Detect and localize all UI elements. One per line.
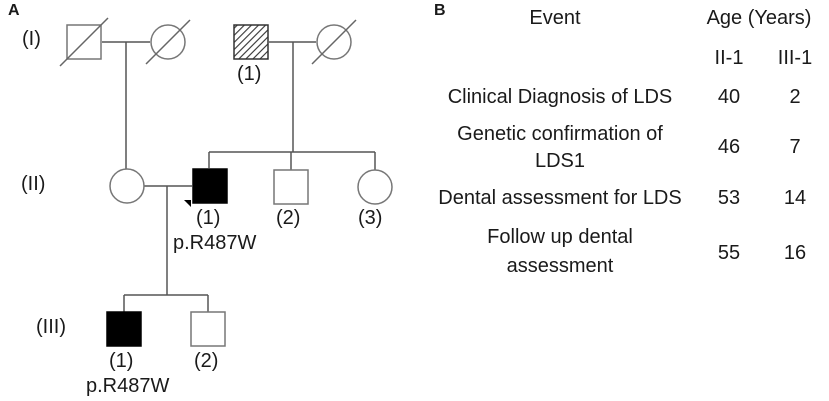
individual-III-1 [106, 311, 142, 347]
pedigree-chart [59, 17, 393, 347]
age-iii1-cell: 2 [789, 86, 801, 108]
col-header-iii1: III-1 [777, 47, 813, 69]
age-iii1-cell: 14 [783, 187, 807, 209]
age-ii1-cell: 53 [717, 187, 741, 209]
event-cell: assessment [506, 255, 614, 277]
individual-II-1 [184, 168, 228, 207]
deceased-slash [59, 17, 109, 67]
proband-arrow [184, 200, 191, 207]
individual-number: (3) [358, 207, 383, 229]
individual-number: (2) [194, 350, 219, 372]
individual-I-4 [311, 19, 357, 65]
individual-III-2 [190, 311, 226, 347]
event-cell: Clinical Diagnosis of LDS [447, 86, 673, 108]
pedigree-lines [102, 41, 376, 312]
individual-number: (1) [237, 63, 262, 85]
variant-label: p.R487W [86, 375, 170, 397]
event-cell: LDS1 [534, 150, 586, 172]
individual-I-3 [233, 24, 269, 60]
generation-label-II: (II) [21, 173, 46, 195]
individual-II-0 [109, 168, 145, 204]
deceased-slash [145, 19, 191, 65]
individual-I-1 [59, 17, 109, 67]
generation-label-I: (I) [22, 28, 41, 50]
individual-II-2 [273, 169, 309, 205]
event-header: Event [529, 7, 581, 29]
age-iii1-cell: 7 [789, 136, 801, 158]
deceased-slash [311, 19, 357, 65]
generation-label-III: (III) [36, 316, 66, 338]
event-cell: Genetic confirmation of [457, 123, 663, 145]
event-cell: Follow up dental [487, 226, 633, 248]
age-ii1-cell: 55 [717, 242, 741, 264]
panel-a-label: A [8, 2, 20, 19]
individual-II-3 [357, 169, 393, 205]
age-iii1-cell: 16 [783, 242, 807, 264]
individual-number: (1) [109, 350, 134, 372]
col-header-ii1: II-1 [714, 47, 744, 69]
individual-number: (2) [276, 207, 301, 229]
age-header: Age (Years) [706, 7, 812, 29]
variant-label: p.R487W [173, 232, 257, 254]
age-ii1-cell: 40 [717, 86, 741, 108]
event-age-table: B Event Age (Years) II-1 III-1 Clinical … [430, 0, 829, 401]
individual-I-2 [145, 19, 191, 65]
panel-b-label: B [434, 2, 446, 19]
individual-number: (1) [196, 207, 221, 229]
age-ii1-cell: 46 [717, 136, 741, 158]
event-cell: Dental assessment for LDS [438, 187, 682, 209]
